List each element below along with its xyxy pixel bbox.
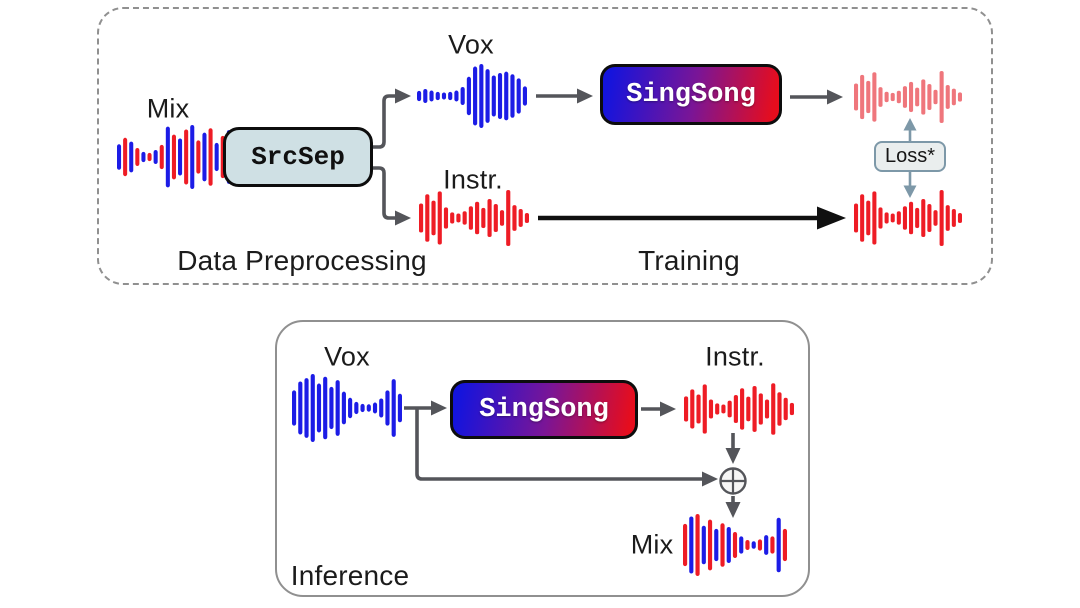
inference-vox-label: Vox <box>324 341 370 372</box>
loss-badge: Loss* <box>874 141 946 172</box>
train-mix-label: Mix <box>146 93 190 124</box>
train-instr-waveform <box>419 190 529 246</box>
inference-mix-waveform <box>683 514 787 576</box>
train-target-waveform <box>854 190 962 246</box>
stage-label-data-preprocessing: Data Preprocessing <box>177 245 427 276</box>
srcsep-node: SrcSep <box>223 127 373 187</box>
inference-vox-waveform <box>292 374 402 442</box>
singsong-node-inference: SingSong <box>450 380 638 439</box>
train-mix-waveform <box>117 125 237 189</box>
stage-label-inference: Inference <box>290 560 410 591</box>
training-panel <box>97 7 993 285</box>
inference-panel <box>275 320 810 597</box>
train-generated-waveform <box>854 71 962 123</box>
inference-instr-waveform <box>684 381 794 437</box>
train-instr-label: Instr. <box>443 164 503 195</box>
singsong-node-training: SingSong <box>600 64 782 125</box>
train-vox-waveform <box>417 64 527 128</box>
inference-mix-label: Mix <box>630 529 674 560</box>
inference-instr-label: Instr. <box>705 341 765 372</box>
stage-label-training: Training <box>638 245 740 276</box>
train-vox-label: Vox <box>448 29 494 60</box>
